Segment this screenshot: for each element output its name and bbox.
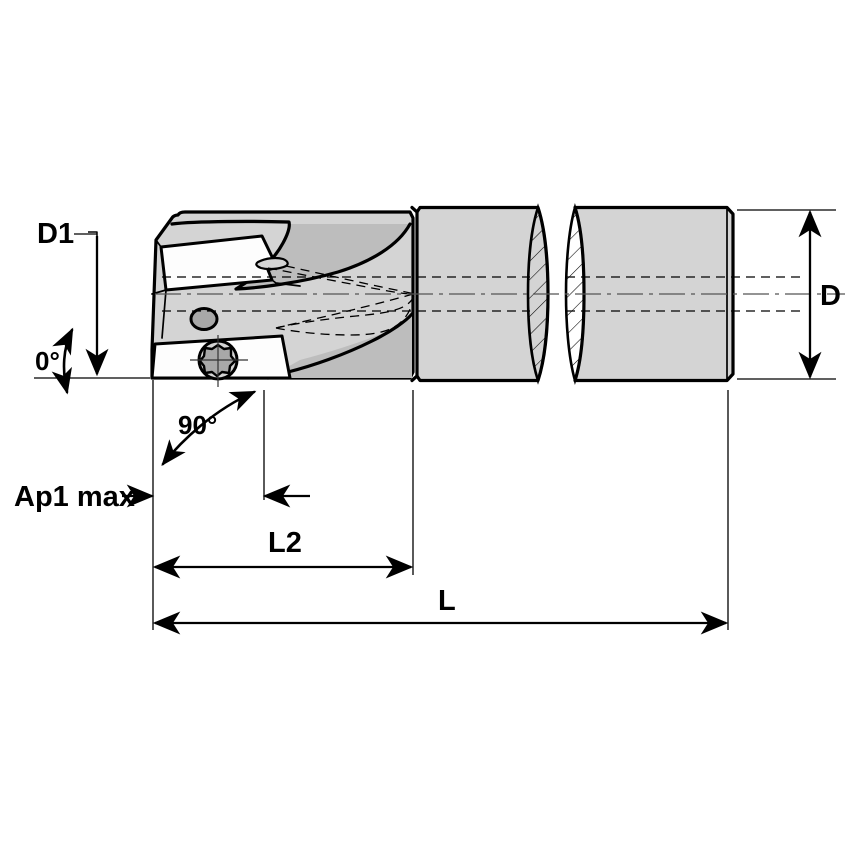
dimension-lead-angle-90: 90° bbox=[161, 390, 257, 467]
dimension-d1-label: D1 bbox=[37, 218, 74, 250]
dimension-l: L bbox=[152, 585, 729, 635]
dimension-rake-angle-0: 0° bbox=[34, 327, 150, 395]
extension-lines bbox=[152, 380, 729, 630]
dimension-rake-angle-label: 0° bbox=[35, 346, 60, 376]
hidden-helix-lines bbox=[267, 265, 415, 336]
dimension-d1: D1 bbox=[37, 218, 109, 377]
dimension-l-label: L bbox=[438, 585, 456, 617]
dimension-lead-angle-label: 90° bbox=[178, 410, 217, 440]
coolant-hole bbox=[189, 307, 219, 331]
centre-lines bbox=[155, 276, 845, 312]
dimension-l2: L2 bbox=[152, 527, 414, 579]
dimension-ap1-max: Ap1 max bbox=[14, 481, 310, 513]
dimension-ap1-label: Ap1 max bbox=[14, 481, 135, 513]
torx-clamp-screw bbox=[190, 335, 248, 387]
dimension-l2-label: L2 bbox=[268, 527, 302, 559]
shank-right-segment bbox=[564, 203, 735, 385]
dimension-d: D bbox=[737, 209, 841, 380]
dimension-d-label: D bbox=[820, 280, 841, 312]
